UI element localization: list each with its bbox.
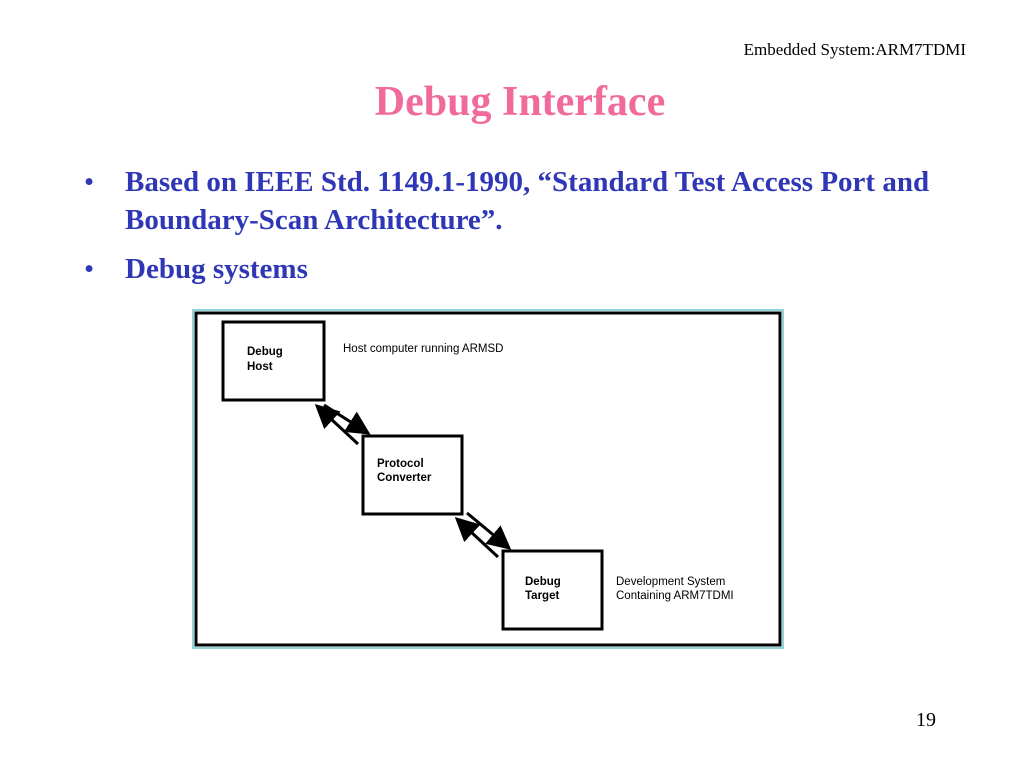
bullet-text: Debug systems (125, 253, 308, 285)
converter-target-arrows (454, 511, 512, 559)
arrow-target-to-converter (454, 516, 500, 559)
diagram-canvas: Debug Host Protocol Converter Debug Targ… (192, 309, 784, 649)
host-computer-label: Host computer running ARMSD (343, 343, 503, 355)
debug-target-label-line2: Target (525, 590, 559, 602)
bullet-ieee-standard: • Based on IEEE Std. 1149.1-1990, “Stand… (84, 163, 964, 239)
debug-host-label-line2: Host (247, 361, 273, 373)
development-system-label-line1: Development System (616, 576, 725, 588)
debug-target-box: Debug Target (501, 549, 604, 631)
debug-target-label-line1: Debug (525, 576, 561, 588)
protocol-converter-label-line1: Protocol (377, 458, 424, 470)
bullet-dot: • (84, 253, 95, 285)
protocol-converter-label-line2: Converter (377, 472, 432, 484)
debug-host-box: Debug Host (221, 320, 326, 402)
slide-header: Embedded System:ARM7TDMI (743, 40, 966, 59)
slide-title: Debug Interface (374, 79, 666, 125)
debug-host-label-line1: Debug (247, 346, 283, 358)
bullet-dot: • (84, 166, 95, 198)
development-system-label-line2: Containing ARM7TDMI (616, 590, 734, 602)
host-converter-arrows (314, 403, 371, 446)
debug-system-diagram: Debug Host Protocol Converter Debug Targ… (192, 309, 784, 649)
protocol-converter-box: Protocol Converter (361, 434, 464, 516)
bullet-debug-systems: • Debug systems (84, 250, 964, 288)
page-number: 19 (916, 709, 936, 731)
bullet-text: Based on IEEE Std. 1149.1-1990, “Standar… (125, 166, 930, 236)
arrow-converter-to-host (314, 403, 360, 446)
bullet-list: • Based on IEEE Std. 1149.1-1990, “Stand… (84, 163, 964, 299)
